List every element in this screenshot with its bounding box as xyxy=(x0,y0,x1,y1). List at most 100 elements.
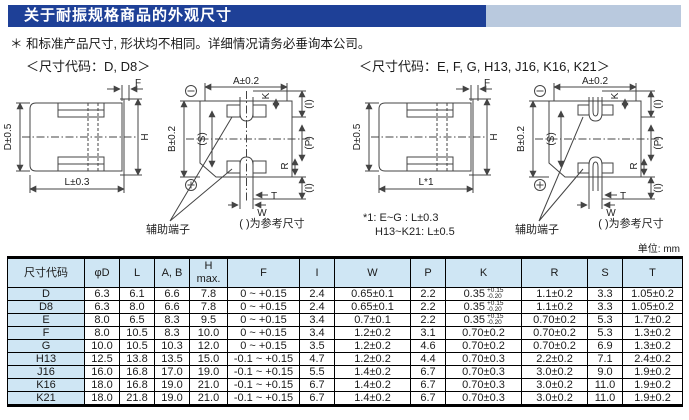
value-cell: 11.0 xyxy=(587,391,623,407)
dim-label-A: A±0.2 xyxy=(582,76,608,87)
dim-label-I-top: (I) xyxy=(653,99,664,108)
size-code-cell: H13 xyxy=(7,352,85,367)
value-cell: 0.70±0.3 xyxy=(445,378,522,393)
dim-label-A: A±0.2 xyxy=(233,76,259,87)
section-e-k21: ＜尺寸代码：E, F, G, H13, J16, K16, K21＞ D±0.5… xyxy=(349,54,689,240)
value-cell: 0 ~ +0.15 xyxy=(227,286,300,302)
value-cell: 0.70±0.3 xyxy=(445,365,522,380)
value-cell: 5.5 xyxy=(299,365,335,380)
value-cell: 2.2 xyxy=(410,300,446,315)
value-cell: 10.0 xyxy=(84,339,120,354)
value-cell: 18.0 xyxy=(84,391,120,407)
value-cell: 21.8 xyxy=(119,391,155,407)
value-cell: 4.7 xyxy=(299,352,335,367)
value-cell: 0.70±0.2 xyxy=(521,326,588,341)
value-cell: 6.3 xyxy=(84,286,120,302)
value-cell: 6.1 xyxy=(119,286,155,302)
dim-label-S: (S) xyxy=(197,132,208,145)
value-cell: 3.4 xyxy=(299,326,335,341)
l-tolerance-note-2: H13~K21: L±0.5 xyxy=(375,226,455,238)
value-cell: 1.2±0.2 xyxy=(334,339,411,354)
value-cell: 1.2±0.2 xyxy=(334,352,411,367)
column-header: P xyxy=(410,257,446,288)
value-cell: 6.6 xyxy=(154,286,190,302)
value-cell: 13.5 xyxy=(154,352,190,367)
value-cell: -0.1 ~ +0.15 xyxy=(227,391,300,407)
dim-label-L: L±0.3 xyxy=(65,177,90,188)
value-cell: 3.0±0.2 xyxy=(521,378,588,393)
reference-note: ( )为参考尺寸 xyxy=(239,216,304,230)
value-cell: 6.7 xyxy=(299,378,335,393)
value-cell: 8.3 xyxy=(154,326,190,341)
value-cell: 0.70±0.3 xyxy=(445,391,522,407)
dim-label-K: K xyxy=(610,92,621,99)
size-code-cell: K21 xyxy=(7,391,85,407)
value-cell: 0.7±0.1 xyxy=(334,313,411,328)
value-cell: 3.0±0.2 xyxy=(521,391,588,407)
value-cell: 1.05±0.2 xyxy=(622,300,683,315)
value-cell: 0.70±0.2 xyxy=(521,339,588,354)
page-title: 关于耐振规格商品的外观尺寸 xyxy=(8,5,486,27)
dim-label-D: D±0.5 xyxy=(352,123,363,150)
dim-label-D: D±0.5 xyxy=(3,123,14,150)
value-cell: 2.2 xyxy=(410,286,446,302)
dim-label-L: L*1 xyxy=(418,177,433,188)
column-header: S xyxy=(587,257,623,288)
value-cell: 1.7±0.2 xyxy=(622,313,683,328)
section-heading-right: ＜尺寸代码：E, F, G, H13, J16, K16, K21＞ xyxy=(359,59,610,74)
value-cell: 19.0 xyxy=(154,378,190,393)
dim-label-I-top: (I) xyxy=(304,99,315,108)
value-cell: 8.0 xyxy=(84,313,120,328)
value-cell: 6.7 xyxy=(410,391,446,407)
value-cell: 6.5 xyxy=(119,313,155,328)
value-cell: 1.3±0.2 xyxy=(622,326,683,341)
value-cell: 10.5 xyxy=(119,326,155,341)
value-cell: 19.0 xyxy=(154,391,190,407)
value-cell: 0 ~ +0.15 xyxy=(227,300,300,315)
value-cell: 2.4±0.2 xyxy=(622,352,683,367)
dim-label-W: W xyxy=(606,208,616,219)
value-cell: 3.5 xyxy=(299,339,335,354)
dim-label-B: B±0.2 xyxy=(516,126,527,152)
value-cell: 8.3 xyxy=(154,313,190,328)
value-cell: 6.7 xyxy=(410,365,446,380)
value-cell: 1.9±0.2 xyxy=(622,365,683,380)
column-header: W xyxy=(334,257,411,288)
value-cell: 2.4 xyxy=(299,300,335,315)
value-cell: 16.0 xyxy=(84,365,120,380)
aux-terminal-label: 辅助端子 xyxy=(515,222,559,236)
value-cell: 10.3 xyxy=(154,339,190,354)
value-cell: 6.9 xyxy=(587,339,623,354)
column-header: A, B xyxy=(154,257,190,288)
value-cell: 19.0 xyxy=(189,365,228,380)
dim-label-K: K xyxy=(261,92,272,99)
column-header: I xyxy=(299,257,335,288)
section-heading-left: ＜尺寸代码：D, D8＞ xyxy=(26,59,151,74)
diagram-e-k21: D±0.5 F H L*1 *1: E~G : L±0.3 H13~K21: L… xyxy=(352,76,665,238)
value-cell: 8.0 xyxy=(84,326,120,341)
value-cell: 15.0 xyxy=(189,352,228,367)
diagram-sections: ＜尺寸代码：D, D8＞ D±0.5 F H L±0.3 xyxy=(0,54,689,240)
value-cell: 6.3 xyxy=(84,300,120,315)
size-code-cell: G xyxy=(7,339,85,354)
value-cell: 2.2 xyxy=(410,313,446,328)
unit-label: 单位: mm xyxy=(637,244,680,255)
value-cell: 0.35+0.15-0.20 xyxy=(445,286,522,302)
value-cell: 1.1±0.2 xyxy=(521,286,588,302)
dim-label-P: (P) xyxy=(653,136,664,149)
dim-label-H: H xyxy=(140,133,151,140)
dim-label-W: W xyxy=(257,208,267,219)
column-header: F xyxy=(227,257,300,288)
size-code-cell: E xyxy=(7,313,85,328)
l-tolerance-note-1: *1: E~G : L±0.3 xyxy=(363,212,438,224)
value-cell: 5.3 xyxy=(587,326,623,341)
title-bar: 关于耐振规格商品的外观尺寸 xyxy=(8,5,681,27)
